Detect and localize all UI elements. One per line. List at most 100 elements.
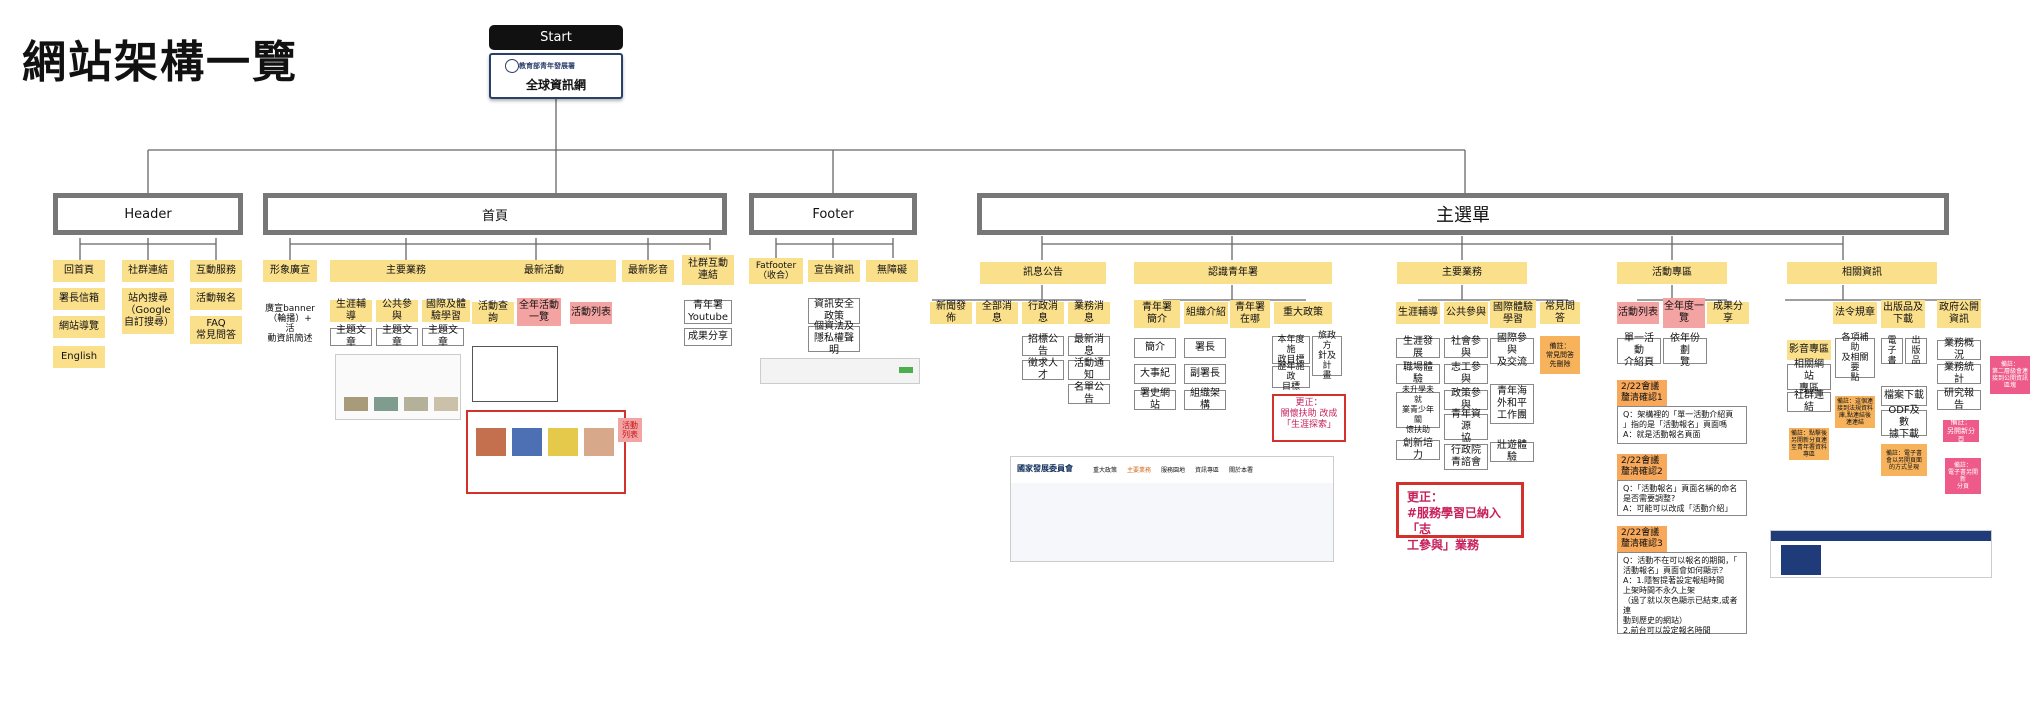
events-qa-tag: 2/22會議 釐清確認3	[1617, 526, 1667, 552]
events-qa-text: Q：「活動報名」頁面名稱的命名 是否需要調整? A：可能可以改成「活動介紹」	[1617, 480, 1747, 516]
about-sub-item: 本年度施 政目標	[1272, 335, 1310, 365]
news-sub-item: 徵求人才	[1022, 358, 1064, 381]
thumbnail-image	[374, 397, 398, 411]
business-sub-item: 未升學未就 業青少年關 懷扶助	[1396, 385, 1440, 434]
home-item-social: 社群互動 連結	[682, 255, 734, 285]
header-item-interactive: 互動服務	[190, 260, 242, 282]
screenshot-site-name: 國家發展委員會	[1017, 464, 1073, 473]
section-main-menu: 主選單	[977, 193, 1949, 235]
resources-sub-item: ODF及數 據下載	[1881, 405, 1927, 440]
home-item-media: 最新影音	[622, 260, 674, 282]
thumbnail-image	[512, 428, 542, 456]
about-sub-item: 大事紀	[1134, 364, 1176, 384]
business-sub-item: 生涯發展	[1396, 336, 1440, 359]
agency-seal-icon	[505, 59, 519, 73]
page-title: 網站架構一覽	[22, 37, 298, 88]
screenshot-nav-item: 重大政策	[1093, 467, 1118, 474]
about-item: 青年署 簡介	[1134, 300, 1180, 328]
menu-resources: 相關資訊	[1787, 262, 1937, 284]
root-site-name: 全球資訊網	[525, 78, 586, 92]
news-item: 業務消息	[1068, 301, 1110, 324]
resources-sub-item: 社群連結	[1787, 390, 1831, 413]
resources-item: 法令規章	[1833, 302, 1877, 324]
news-item: 行政消息	[1022, 301, 1064, 324]
about-item: 重大政策	[1274, 302, 1332, 324]
news-sub-item: 招標公告	[1022, 334, 1064, 357]
home-item-business: 主要業務	[330, 260, 482, 282]
business-item: 公共參與	[1444, 302, 1488, 324]
resources-sub-item: 檔案下載	[1881, 386, 1927, 406]
business-item: 國際體驗 學習	[1490, 300, 1536, 328]
section-header: Header	[53, 193, 243, 235]
home-social-results: 成果分享	[684, 328, 732, 346]
home-business-screenshot	[335, 354, 461, 420]
menu-about: 認識青年署	[1134, 262, 1332, 284]
footer-item-accessibility: 無障礙	[866, 260, 918, 282]
thumbnail-image	[344, 397, 368, 411]
home-business-article: 主題文章	[376, 325, 418, 348]
resources-item: 出版品及 下載	[1881, 300, 1925, 328]
home-activity-search-screenshot	[472, 346, 558, 402]
resources-sub-item: 研究報告	[1937, 388, 1981, 411]
about-sub-item: 旅政方 針及計 畫	[1312, 331, 1342, 381]
home-activity-search: 活動查詢	[472, 301, 514, 324]
news-sub-item: 活動通知	[1068, 358, 1110, 381]
home-activity-list: 活動列表	[570, 302, 612, 324]
resources-item: 政府公開 資訊	[1937, 300, 1981, 328]
header-item-social: 社群連結	[122, 260, 174, 282]
home-business-intl: 國際及體 驗學習	[422, 299, 470, 322]
events-qa-text: Q：活動不在可以報名的期間，「 活動報名」頁面會如何顯示？ A：1.隱智提著設定…	[1617, 552, 1747, 635]
menu-news: 訊息公告	[980, 262, 1106, 284]
thumbnail-image	[584, 428, 614, 456]
business-sub-item: 創新培力	[1396, 438, 1440, 461]
thumbnail-image	[434, 397, 458, 411]
about-item: 青年署 在哪	[1230, 300, 1270, 328]
about-sub-item: 簡介	[1134, 338, 1176, 358]
events-item-year: 全年度一 覽	[1663, 298, 1705, 328]
business-correction-note: 更正： #服務學習已納入「志 工參與」業務	[1396, 482, 1524, 552]
about-correction-note: 更正： 關懷扶助 改成 「生涯探索」	[1272, 394, 1346, 442]
business-sub-item: 志工參與	[1444, 362, 1488, 385]
screenshot-header	[1771, 531, 1991, 541]
about-sub-item: 署史網站	[1134, 388, 1176, 411]
resources-note: 備註：這個連 接到法規資料 庫,點連結後 連連結	[1835, 396, 1875, 428]
business-sub-item: 職場體驗	[1396, 362, 1440, 385]
resources-sub-item: 各項補助 及相關要 點	[1835, 333, 1875, 383]
header-item-home: 回首頁	[53, 260, 105, 282]
header-item-search: 站內搜尋 （Google 自訂搜尋）	[122, 288, 174, 334]
resources-screenshot	[1770, 530, 1992, 578]
business-sub-item: 壯遊體驗	[1490, 440, 1534, 463]
home-activity-note: 活動 列表	[618, 418, 642, 442]
resources-sub-item: 相關網站 專區	[1787, 359, 1831, 394]
business-sub-item: 國際參與 及交流	[1490, 333, 1534, 368]
menu-business: 主要業務	[1397, 262, 1527, 284]
home-activity-year: 全年活動 一覽	[517, 298, 561, 326]
resources-note: 備註：點擊後 另開新分頁連 至青年署資料 專區	[1789, 428, 1829, 460]
home-banner-desc: 廣宣banner （輪播）+ 活 動資訊簡述	[263, 304, 317, 344]
resources-sub-item: 業務概況	[1937, 338, 1981, 361]
home-business-career: 生涯輔導	[330, 299, 372, 322]
about-sub-item: 組織架構	[1184, 388, 1226, 411]
events-sub-item: 依年份劃 覽	[1663, 333, 1707, 368]
resources-note: 備註： 另開新分頁	[1943, 418, 1979, 444]
resources-note: 備註： 電子書另開新 分頁	[1945, 458, 1981, 494]
news-sub-item: 最新消息	[1068, 334, 1110, 357]
resources-note: 備註：電子書 會以另開頁面 的方式呈現	[1881, 444, 1927, 476]
business-sub-item: 青年海 外和平 工作團	[1490, 384, 1534, 424]
start-label: Start	[489, 25, 623, 50]
home-social-youtube: 青年署 Youtube	[684, 300, 732, 324]
resources-sub-item: 電子 書	[1881, 336, 1903, 366]
events-qa-tag: 2/22會議 釐清確認2	[1617, 454, 1667, 480]
business-sub-item: 行政院 青諮會	[1444, 444, 1488, 470]
section-home: 首頁	[263, 193, 727, 235]
section-footer: Footer	[749, 193, 917, 235]
thumbnail-image	[476, 428, 506, 456]
events-sub-item: 單一活動 介紹頁	[1617, 333, 1661, 368]
business-item: 生涯輔導	[1396, 302, 1440, 324]
resources-note: 備註： 第二層級會連 接到公開資訊 區塊	[1990, 356, 2030, 394]
footer-screenshot	[760, 358, 920, 384]
footer-item-declaration: 宣告資訊	[808, 260, 860, 282]
menu-events: 活動專區	[1617, 262, 1727, 284]
about-sub-item: 副署長	[1184, 364, 1226, 384]
resources-item: 影音專區	[1787, 340, 1831, 360]
